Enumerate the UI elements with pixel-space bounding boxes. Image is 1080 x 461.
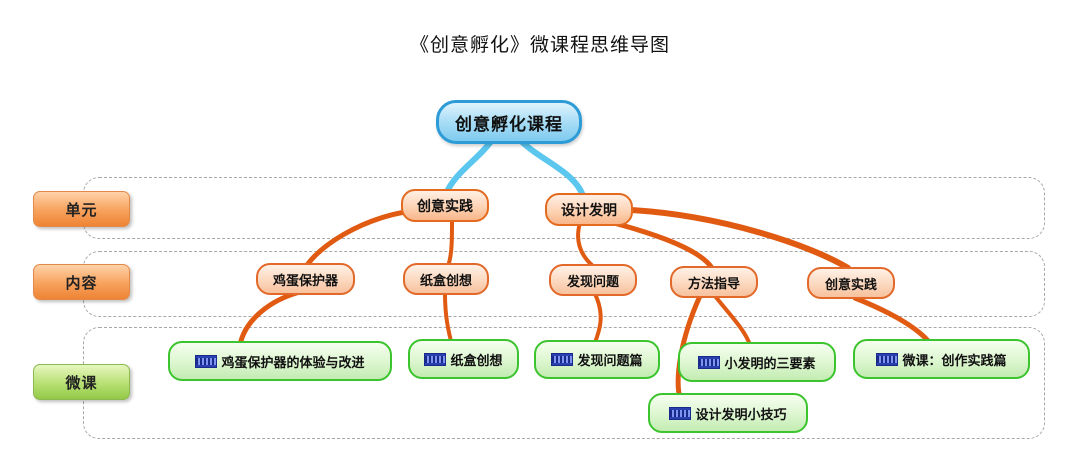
micro-label: 鸡蛋保护器的体验与改进 xyxy=(221,355,365,371)
diagram-title: 《创意孵化》微课程思维导图 xyxy=(409,34,670,56)
film-icon xyxy=(876,352,899,366)
micro-node-creative-practice[interactable]: 微课：创作实践篇 xyxy=(853,339,1030,379)
link-root-unit2 xyxy=(517,137,586,199)
link-content4-micro4 xyxy=(713,294,752,347)
link-unit2-content4 xyxy=(607,219,715,271)
content-node-creative-practice[interactable]: 创意实践 xyxy=(807,267,895,299)
micro-node-design-tips[interactable]: 设计发明小技巧 xyxy=(648,393,808,433)
content-node-find-problem[interactable]: 发现问题 xyxy=(549,264,637,296)
link-unit1-content1 xyxy=(302,209,408,271)
link-unit2-content3 xyxy=(576,221,595,268)
unit-node-design-invention[interactable]: 设计发明 xyxy=(545,193,633,226)
link-content1-micro1 xyxy=(237,289,303,348)
link-content2-micro2 xyxy=(443,292,454,347)
row-label-content: 内容 xyxy=(33,264,130,300)
content-node-egg-protector[interactable]: 鸡蛋保护器 xyxy=(256,263,355,295)
row-label-micro: 微课 xyxy=(33,364,130,400)
row-label-unit: 单元 xyxy=(33,191,130,227)
micro-label: 设计发明小技巧 xyxy=(695,407,787,423)
link-content5-micro6 xyxy=(852,295,933,346)
micro-label: 纸盒创想 xyxy=(450,353,503,369)
micro-label: 小发明的三要素 xyxy=(724,356,816,372)
root-node[interactable]: 创意孵化课程 xyxy=(436,100,582,144)
micro-node-carton-idea[interactable]: 纸盒创想 xyxy=(408,339,519,379)
micro-label: 发现问题篇 xyxy=(577,354,643,369)
micro-node-three-elements[interactable]: 小发明的三要素 xyxy=(678,342,836,382)
micro-label: 微课：创作实践篇 xyxy=(902,353,1007,369)
link-unit1-content2 xyxy=(446,218,454,268)
link-root-unit1 xyxy=(443,137,495,197)
unit-node-creative-practice[interactable]: 创意实践 xyxy=(401,189,489,222)
film-icon xyxy=(698,355,721,369)
micro-node-find-problem[interactable]: 发现问题篇 xyxy=(534,340,660,379)
content-node-carton-idea[interactable]: 纸盒创想 xyxy=(403,263,489,295)
micro-node-egg-protector[interactable]: 鸡蛋保护器的体验与改进 xyxy=(168,341,392,381)
link-content3-micro3 xyxy=(592,292,603,347)
film-icon xyxy=(551,353,574,366)
film-icon xyxy=(195,354,218,368)
film-icon xyxy=(669,406,692,420)
link-unit2-content5 xyxy=(627,207,851,271)
content-node-method-guide[interactable]: 方法指导 xyxy=(670,266,758,298)
film-icon xyxy=(424,352,447,366)
